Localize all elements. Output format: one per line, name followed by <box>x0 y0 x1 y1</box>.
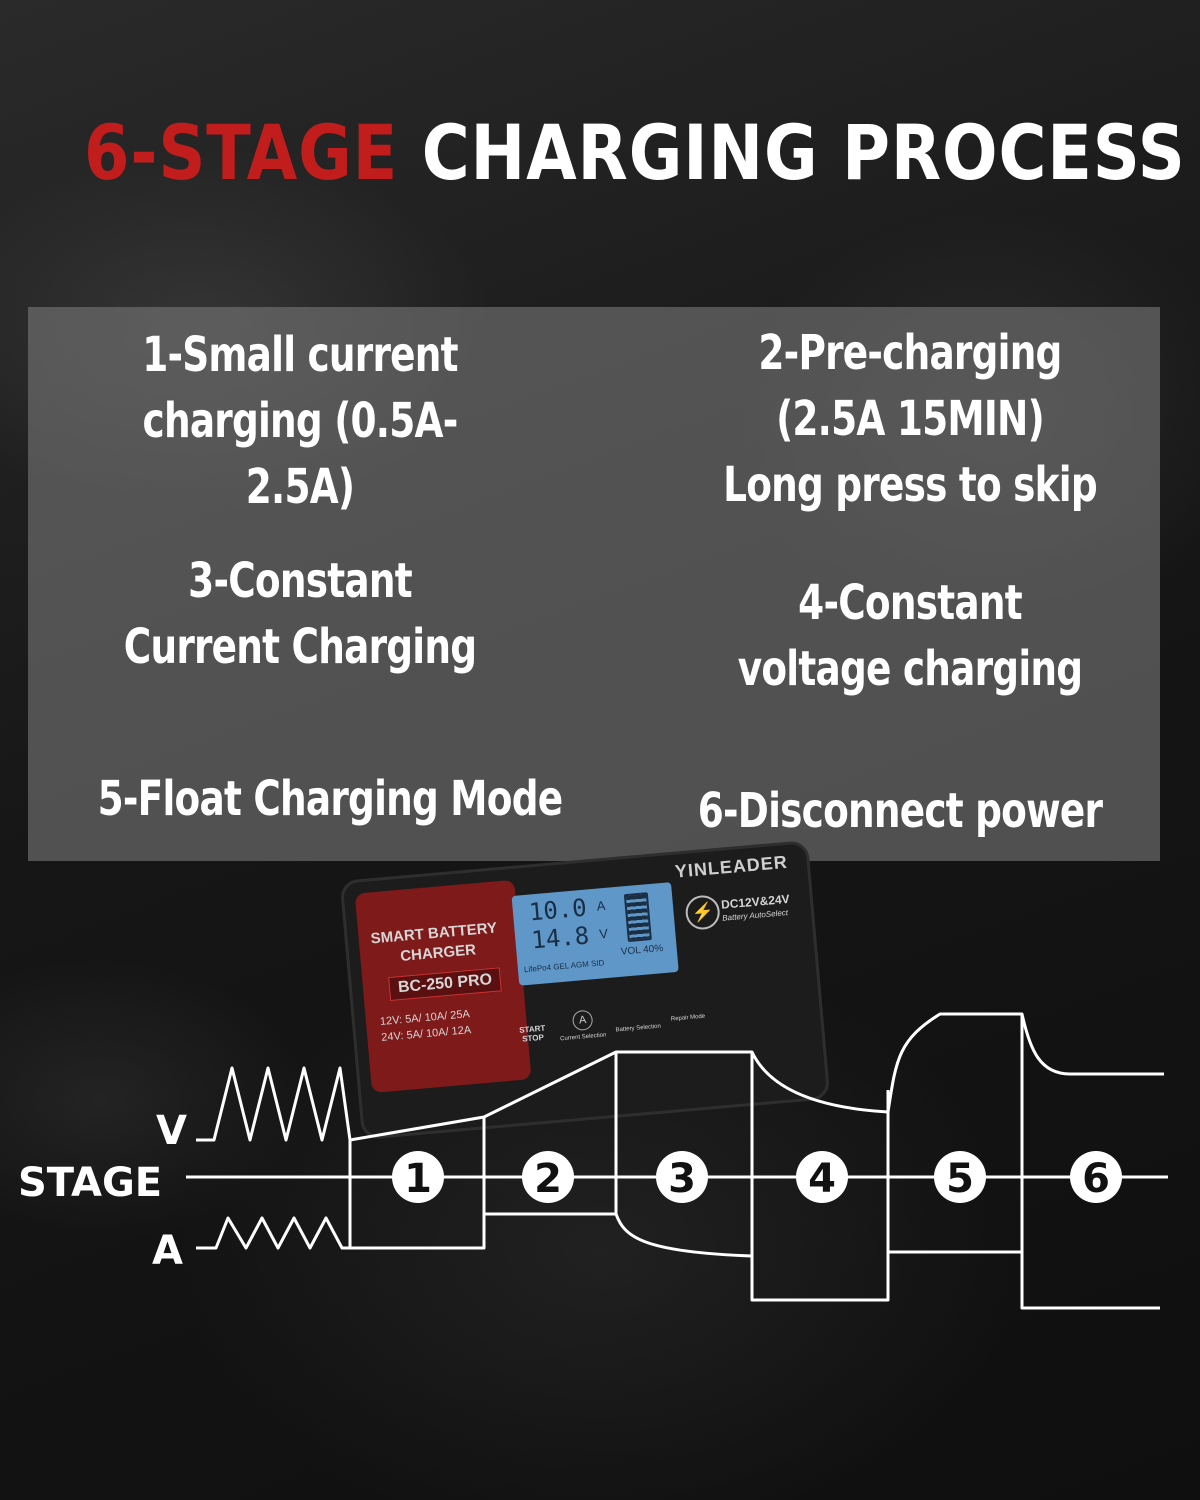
stage-1-number: 1 <box>404 1156 432 1202</box>
stage-6-description: 6-Disconnect power <box>697 783 1103 839</box>
stage-3-number: 3 <box>668 1156 696 1202</box>
stage-5-circle <box>934 1151 986 1203</box>
stage-2-circle <box>522 1151 574 1203</box>
stage-4-description: 4-Constant voltage charging <box>737 575 1083 697</box>
stage-1-circle <box>392 1151 444 1203</box>
voltage-waveform <box>196 1012 1164 1142</box>
stage-1-description: 1-Small current charging (0.5A-2.5A) <box>142 327 458 515</box>
stage-3-description: 3-Constant Current Charging <box>123 553 477 675</box>
stage-4-number: 4 <box>808 1156 836 1202</box>
voltage-axis-label: V <box>156 1108 187 1154</box>
stage-description-panel <box>28 307 1160 861</box>
stage-5-number: 5 <box>946 1156 974 1202</box>
stage-6-number: 6 <box>1082 1156 1110 1202</box>
current-axis-label: A <box>152 1228 183 1274</box>
stage-6-circle <box>1070 1151 1122 1203</box>
stage-2-description: 2-Pre-charging (2.5A 15MIN) Long press t… <box>723 325 1098 513</box>
stage-2-number: 2 <box>534 1156 562 1202</box>
stage-axis-label: STAGE <box>18 1160 162 1206</box>
title-main: CHARGING PROCESS <box>421 108 1186 197</box>
stage-4-circle <box>796 1151 848 1203</box>
page-title: 6-STAGE CHARGING PROCESS <box>84 108 1185 197</box>
stage-3-circle <box>656 1151 708 1203</box>
title-highlight: 6-STAGE <box>84 108 399 197</box>
stage-5-description: 5-Float Charging Mode <box>97 771 563 827</box>
